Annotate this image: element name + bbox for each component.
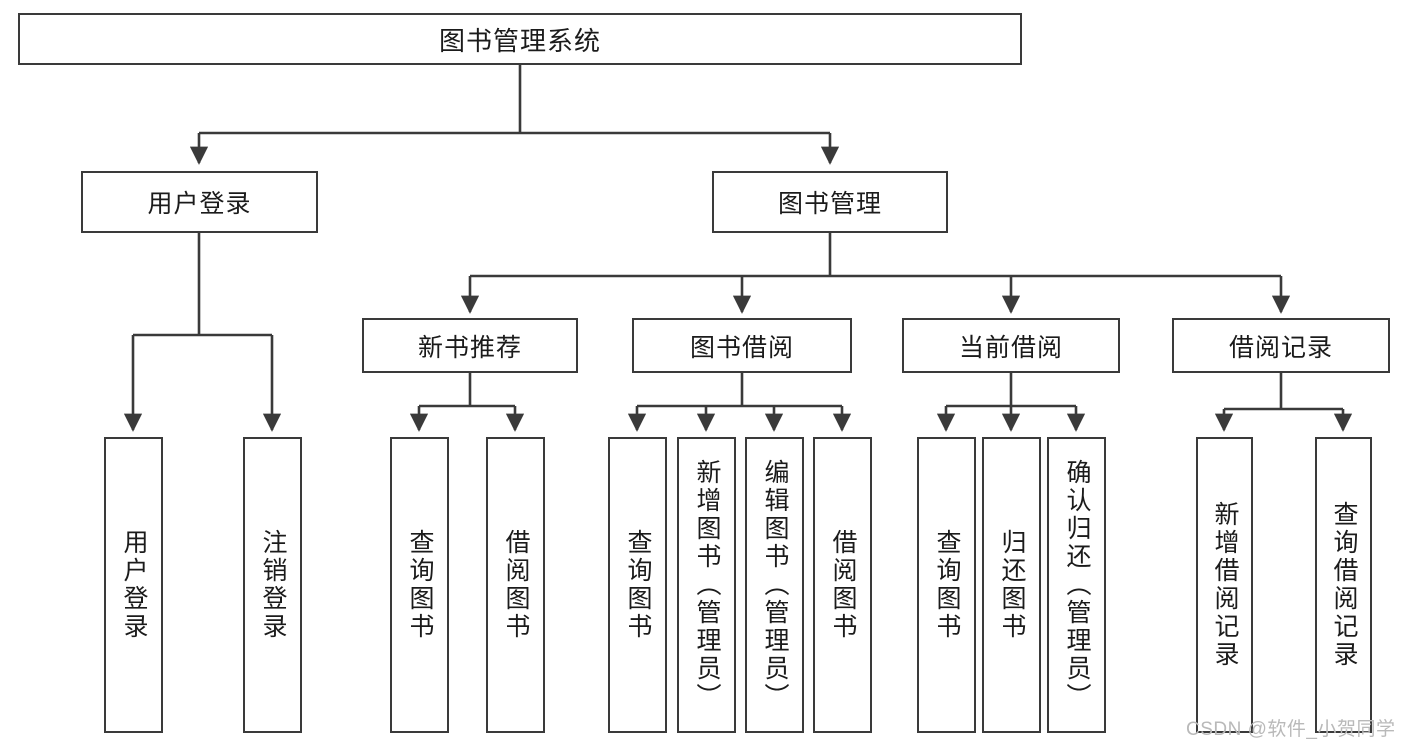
node-user-login[interactable]: 用户登录 (81, 171, 318, 233)
node-leaf-query-book-2[interactable]: 查询图书 (608, 437, 667, 733)
node-leaf-query-book-1[interactable]: 查询图书 (390, 437, 449, 733)
node-book-borrow[interactable]: 图书借阅 (632, 318, 852, 373)
node-leaf-user-logout-label: 注销登录 (259, 529, 287, 641)
node-leaf-return-book[interactable]: 归还图书 (982, 437, 1041, 733)
node-book-borrow-label: 图书借阅 (689, 333, 794, 362)
node-user-login-label: 用户登录 (147, 190, 252, 218)
node-leaf-borrow-book-1[interactable]: 借阅图书 (486, 437, 545, 733)
node-leaf-user-logout[interactable]: 注销登录 (243, 437, 302, 733)
node-leaf-borrow-book-1-label: 借阅图书 (502, 529, 530, 641)
node-leaf-edit-book[interactable]: 编辑图书（管理员） (745, 437, 804, 733)
node-leaf-return-book-label: 归还图书 (998, 529, 1026, 641)
node-new-book-rec[interactable]: 新书推荐 (362, 318, 578, 373)
node-leaf-user-login[interactable]: 用户登录 (104, 437, 163, 733)
node-leaf-add-book[interactable]: 新增图书（管理员） (677, 437, 736, 733)
node-new-book-rec-label: 新书推荐 (417, 333, 522, 362)
node-leaf-user-login-label: 用户登录 (120, 529, 148, 641)
node-leaf-borrow-book-2[interactable]: 借阅图书 (813, 437, 872, 733)
node-leaf-add-record[interactable]: 新增借阅记录 (1196, 437, 1253, 733)
node-current-borrow-label: 当前借阅 (958, 333, 1063, 362)
node-leaf-confirm-return-label: 确认归还（管理员） (1063, 459, 1091, 711)
node-root-label: 图书管理系统 (438, 25, 601, 56)
csdn-watermark: CSDN @软件_小贺同学 (1186, 719, 1396, 740)
node-root[interactable]: 图书管理系统 (18, 13, 1022, 65)
node-borrow-record[interactable]: 借阅记录 (1172, 318, 1390, 373)
node-leaf-query-record[interactable]: 查询借阅记录 (1315, 437, 1372, 733)
node-current-borrow[interactable]: 当前借阅 (902, 318, 1120, 373)
node-leaf-query-book-3-label: 查询图书 (933, 529, 961, 641)
node-leaf-add-record-label: 新增借阅记录 (1211, 501, 1239, 669)
node-leaf-query-record-label: 查询借阅记录 (1330, 501, 1358, 669)
node-leaf-confirm-return[interactable]: 确认归还（管理员） (1047, 437, 1106, 733)
node-leaf-borrow-book-2-label: 借阅图书 (829, 529, 857, 641)
node-book-manage-label: 图书管理 (777, 190, 882, 218)
node-leaf-edit-book-label: 编辑图书（管理员） (761, 459, 789, 711)
node-book-manage[interactable]: 图书管理 (712, 171, 948, 233)
node-leaf-query-book-1-label: 查询图书 (406, 529, 434, 641)
node-leaf-add-book-label: 新增图书（管理员） (693, 459, 721, 711)
node-borrow-record-label: 借阅记录 (1228, 333, 1333, 362)
node-leaf-query-book-2-label: 查询图书 (624, 529, 652, 641)
node-leaf-query-book-3[interactable]: 查询图书 (917, 437, 976, 733)
